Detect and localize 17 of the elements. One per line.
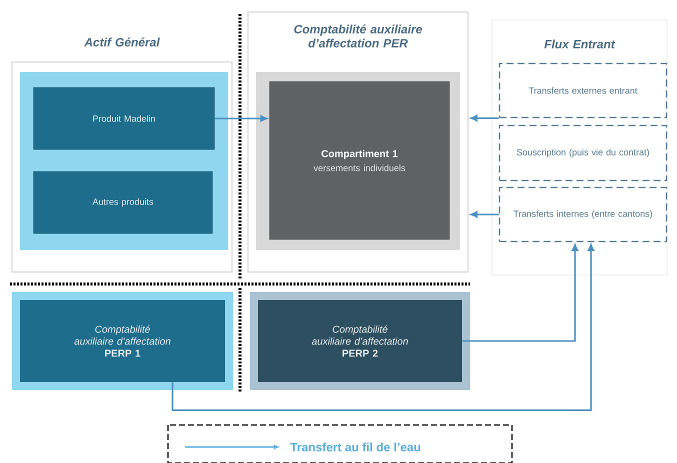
flow-box: Transferts externes entrant — [498, 62, 668, 118]
compartment-box: Compartiment 1 versements individuels — [269, 81, 450, 240]
arrow — [214, 115, 268, 122]
flow-box: Souscription (puis vie du contrat) — [498, 124, 668, 182]
product-box: Produit Madelin — [33, 87, 215, 150]
arrow — [470, 114, 499, 122]
panel-heading: Flux Entrant — [544, 40, 616, 48]
account-box: Comptabilité auxiliaire d’affectation PERP 1 — [12, 292, 233, 390]
arrow — [470, 211, 499, 218]
account-box: Comptabilité auxiliaire d’affectation PERP 2 — [250, 292, 470, 390]
panel-heading: Actif Général — [84, 38, 160, 46]
legend-text: Transfert au fil de l’eau — [290, 442, 420, 452]
product-box: Autres produits — [33, 171, 213, 234]
arrow — [462, 244, 578, 342]
flow-box: Transferts internes (entre cantons) — [498, 186, 668, 242]
arrow — [172, 244, 594, 411]
panel-heading: Comptabilité auxiliaire d’affectation PER — [294, 24, 422, 48]
